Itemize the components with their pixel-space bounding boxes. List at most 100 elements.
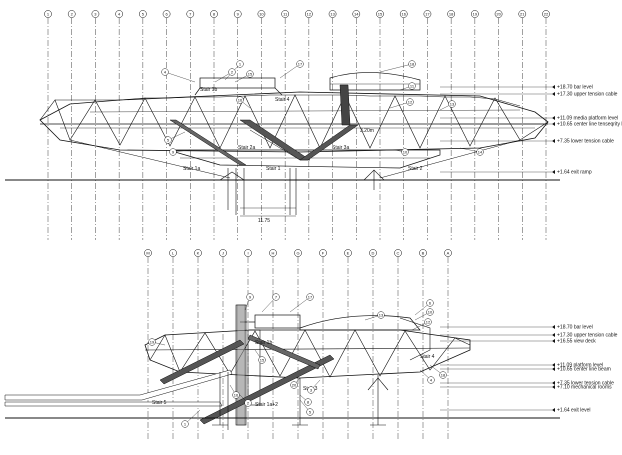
top-grid-label: 5 <box>142 11 145 16</box>
bottom-level-arrow <box>552 363 555 367</box>
top-callout-number: 2 <box>231 69 234 74</box>
bottom-grid-label: B <box>422 250 425 255</box>
bottom-level-label: +1.64 exit level <box>557 408 591 414</box>
bottom-callout-number: 8 <box>307 399 310 404</box>
top-grid-label: 3 <box>94 11 97 16</box>
bottom-grid-label: D <box>372 250 375 255</box>
bottom-callout-number: 6 <box>429 300 432 305</box>
bottom-callout-bubble <box>426 299 434 307</box>
top-grid-bubble <box>139 10 147 18</box>
top-grid-label: 22 <box>544 11 549 16</box>
bottom-level-label: +18.70 bar level <box>557 325 593 331</box>
top-level-arrow <box>552 122 555 126</box>
top-grid-bubble <box>447 10 455 18</box>
bottom-ramps <box>4 334 335 425</box>
bottom-callout-bubble <box>244 399 252 407</box>
top-callout-number: 16 <box>238 97 243 102</box>
bottom-stair-label-1b: Stair 1b <box>255 340 272 346</box>
bottom-callout-bubble <box>148 338 156 346</box>
bottom-callout-number: 4 <box>430 377 433 382</box>
bottom-callout-bubble <box>424 318 432 326</box>
top-grid-bubble <box>423 10 432 18</box>
bottom-callout-bubble <box>306 293 314 301</box>
top-grid-label: 16 <box>401 11 406 16</box>
bottom-callout-bubble <box>290 381 298 389</box>
top-callout-number: 18 <box>410 61 415 66</box>
top-grid-label: 11 <box>283 11 288 16</box>
top-callout-bubble <box>169 148 177 156</box>
top-grid-bubble <box>91 10 100 18</box>
top-grid-label: 6 <box>165 11 168 16</box>
top-stair-label-2a: Stair 2a <box>238 145 255 151</box>
top-callout-bubble <box>236 96 244 104</box>
top-level-label: +11.09 media platform level <box>557 116 618 122</box>
bottom-grid-bubble <box>219 249 227 257</box>
top-callout-number: 13 <box>450 101 455 106</box>
top-level-arrow <box>552 170 555 174</box>
top-grid-label: 19 <box>473 11 478 16</box>
bottom-grid-bubble <box>344 249 352 257</box>
bottom-callout-bubble <box>181 420 189 428</box>
top-callout-leader <box>279 63 301 79</box>
bottom-level-label: +7.10 mechanical rooms <box>557 385 612 391</box>
top-callout-bubble <box>296 60 304 68</box>
top-stair-label-2: Stair 2 <box>408 166 423 172</box>
top-grid-label: 14 <box>354 11 359 16</box>
bottom-callout-bubble <box>439 371 447 379</box>
top-grid-bubble <box>281 10 289 18</box>
top-stair-label-1a: Stair 1a <box>183 166 200 172</box>
top-dimension-span: 11.75 <box>258 218 270 224</box>
bottom-grid-bubble <box>319 249 327 257</box>
top-callout-number: 15 <box>248 71 253 76</box>
bottom-level-arrow <box>552 408 555 412</box>
top-callout-bubble <box>164 136 172 144</box>
top-callout-bubble <box>401 148 409 156</box>
top-grid-bubble <box>44 10 52 18</box>
bottom-level-arrow <box>552 339 555 343</box>
top-grid-label: 13 <box>330 11 335 16</box>
bottom-callout-number: 1 <box>184 421 187 426</box>
bottom-callout-bubble <box>427 376 435 384</box>
top-grid-label: 18 <box>449 11 454 16</box>
bottom-callout-number: 18 <box>441 372 446 377</box>
bottom-level-arrow <box>552 385 555 389</box>
top-callout-bubble <box>161 68 169 76</box>
bottom-callout-number: 12 <box>426 319 431 324</box>
bottom-grid-bubble <box>419 249 427 257</box>
bottom-callout-number: 10 <box>428 309 433 314</box>
bottom-level-arrow <box>552 325 555 329</box>
top-grid-bubble <box>115 10 123 18</box>
bottom-callout-number: 5 <box>309 409 312 414</box>
bottom-callout-leader <box>289 296 311 313</box>
top-grid-bubble <box>162 10 171 18</box>
top-grid-bubble <box>471 10 479 18</box>
top-grid-bubble <box>494 10 503 18</box>
top-level-label: +7.35 lower tension cable <box>557 139 614 145</box>
top-callout-number: 9 <box>172 149 175 154</box>
top-level-arrow <box>552 139 555 143</box>
top-grid-label: 20 <box>496 11 501 16</box>
top-level-markers: +18.70 bar level+17.30 upper tension cab… <box>440 85 622 176</box>
bottom-grid-bubble <box>444 249 452 257</box>
top-callout-bubble <box>236 60 244 68</box>
top-callout-leader <box>164 71 196 83</box>
top-grid-label: 7 <box>189 11 192 16</box>
bottom-level-label: +7.35 lower tension cable <box>557 381 614 387</box>
bottom-level-label: +11.09 platform level <box>557 363 603 369</box>
top-callout-bubble <box>476 148 484 156</box>
top-callout-bubble <box>408 60 416 68</box>
top-grid-bubble <box>305 10 313 18</box>
bottom-level-arrow <box>552 333 555 337</box>
top-grid-label: 4 <box>118 11 121 16</box>
bottom-grid-label: G <box>296 250 299 255</box>
bottom-grid-label: J <box>222 250 224 255</box>
bottom-callout-bubble <box>272 293 280 301</box>
top-grid-label: 8 <box>213 11 216 16</box>
bottom-callout-number: 7 <box>275 294 278 299</box>
